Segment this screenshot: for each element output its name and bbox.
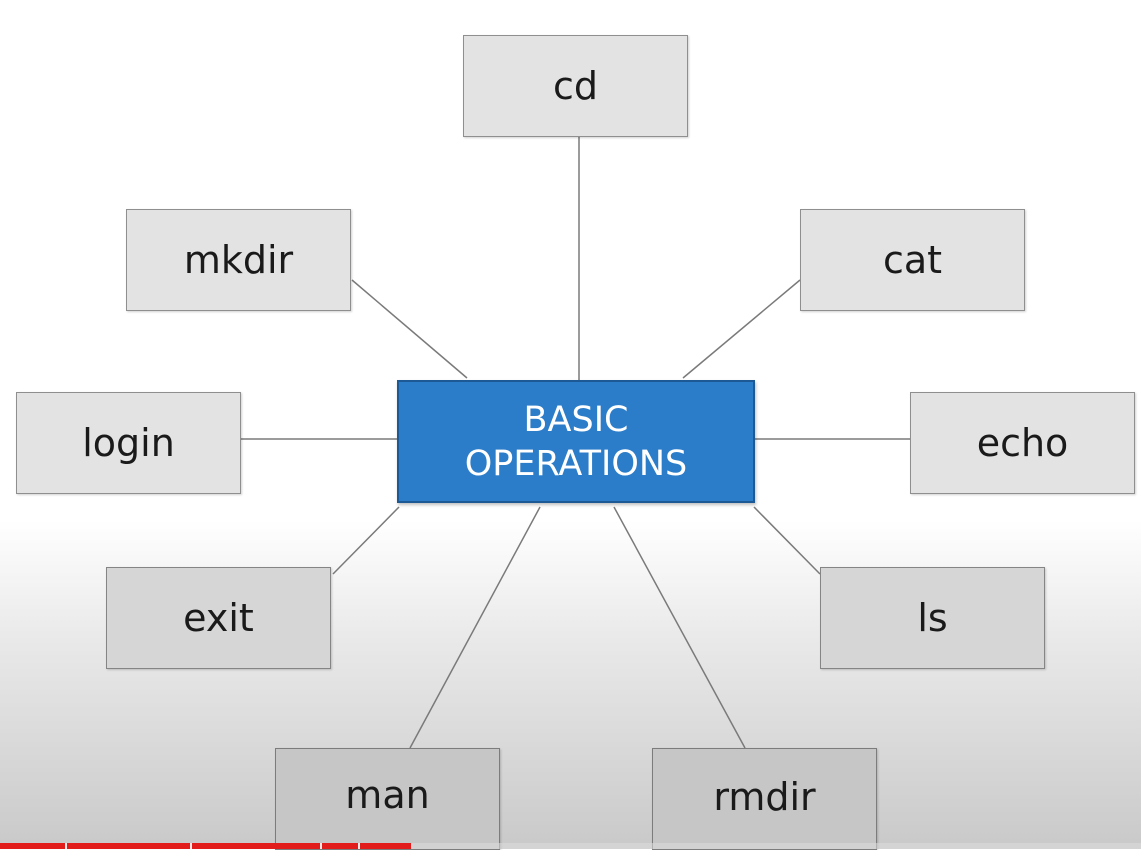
node-echo-label: echo: [976, 421, 1069, 465]
node-cat-label: cat: [882, 238, 943, 282]
node-mkdir-label: mkdir: [183, 238, 294, 282]
connector-rmdir: [613, 506, 746, 749]
video-progress-bar[interactable]: [0, 843, 1141, 849]
node-man: man: [275, 748, 500, 850]
node-man-label: man: [345, 773, 430, 817]
center-node-basic-operations: BASIC OPERATIONS: [397, 380, 755, 503]
connector-cat: [682, 279, 801, 379]
node-ls-label: ls: [917, 596, 948, 640]
node-rmdir: rmdir: [652, 748, 877, 850]
chapter-marker: [320, 843, 322, 849]
chapter-marker: [65, 843, 67, 849]
connector-mkdir: [351, 279, 468, 379]
node-echo: echo: [910, 392, 1135, 494]
node-rmdir-label: rmdir: [713, 775, 816, 819]
node-cd: cd: [463, 35, 688, 137]
node-login: login: [16, 392, 241, 494]
node-cat: cat: [800, 209, 1025, 311]
chapter-marker: [358, 843, 360, 849]
connector-exit: [332, 506, 400, 575]
center-title-line-1: BASIC: [523, 399, 629, 440]
node-exit-label: exit: [183, 596, 254, 640]
node-ls: ls: [820, 567, 1045, 669]
node-login-label: login: [82, 421, 175, 465]
connector-man: [409, 506, 541, 749]
chapter-marker: [190, 843, 192, 849]
node-mkdir: mkdir: [126, 209, 351, 311]
node-exit: exit: [106, 567, 331, 669]
center-title-line-2: OPERATIONS: [464, 443, 688, 484]
node-cd-label: cd: [552, 64, 598, 108]
connector-ls: [753, 506, 821, 575]
video-progress-played: [0, 843, 411, 849]
